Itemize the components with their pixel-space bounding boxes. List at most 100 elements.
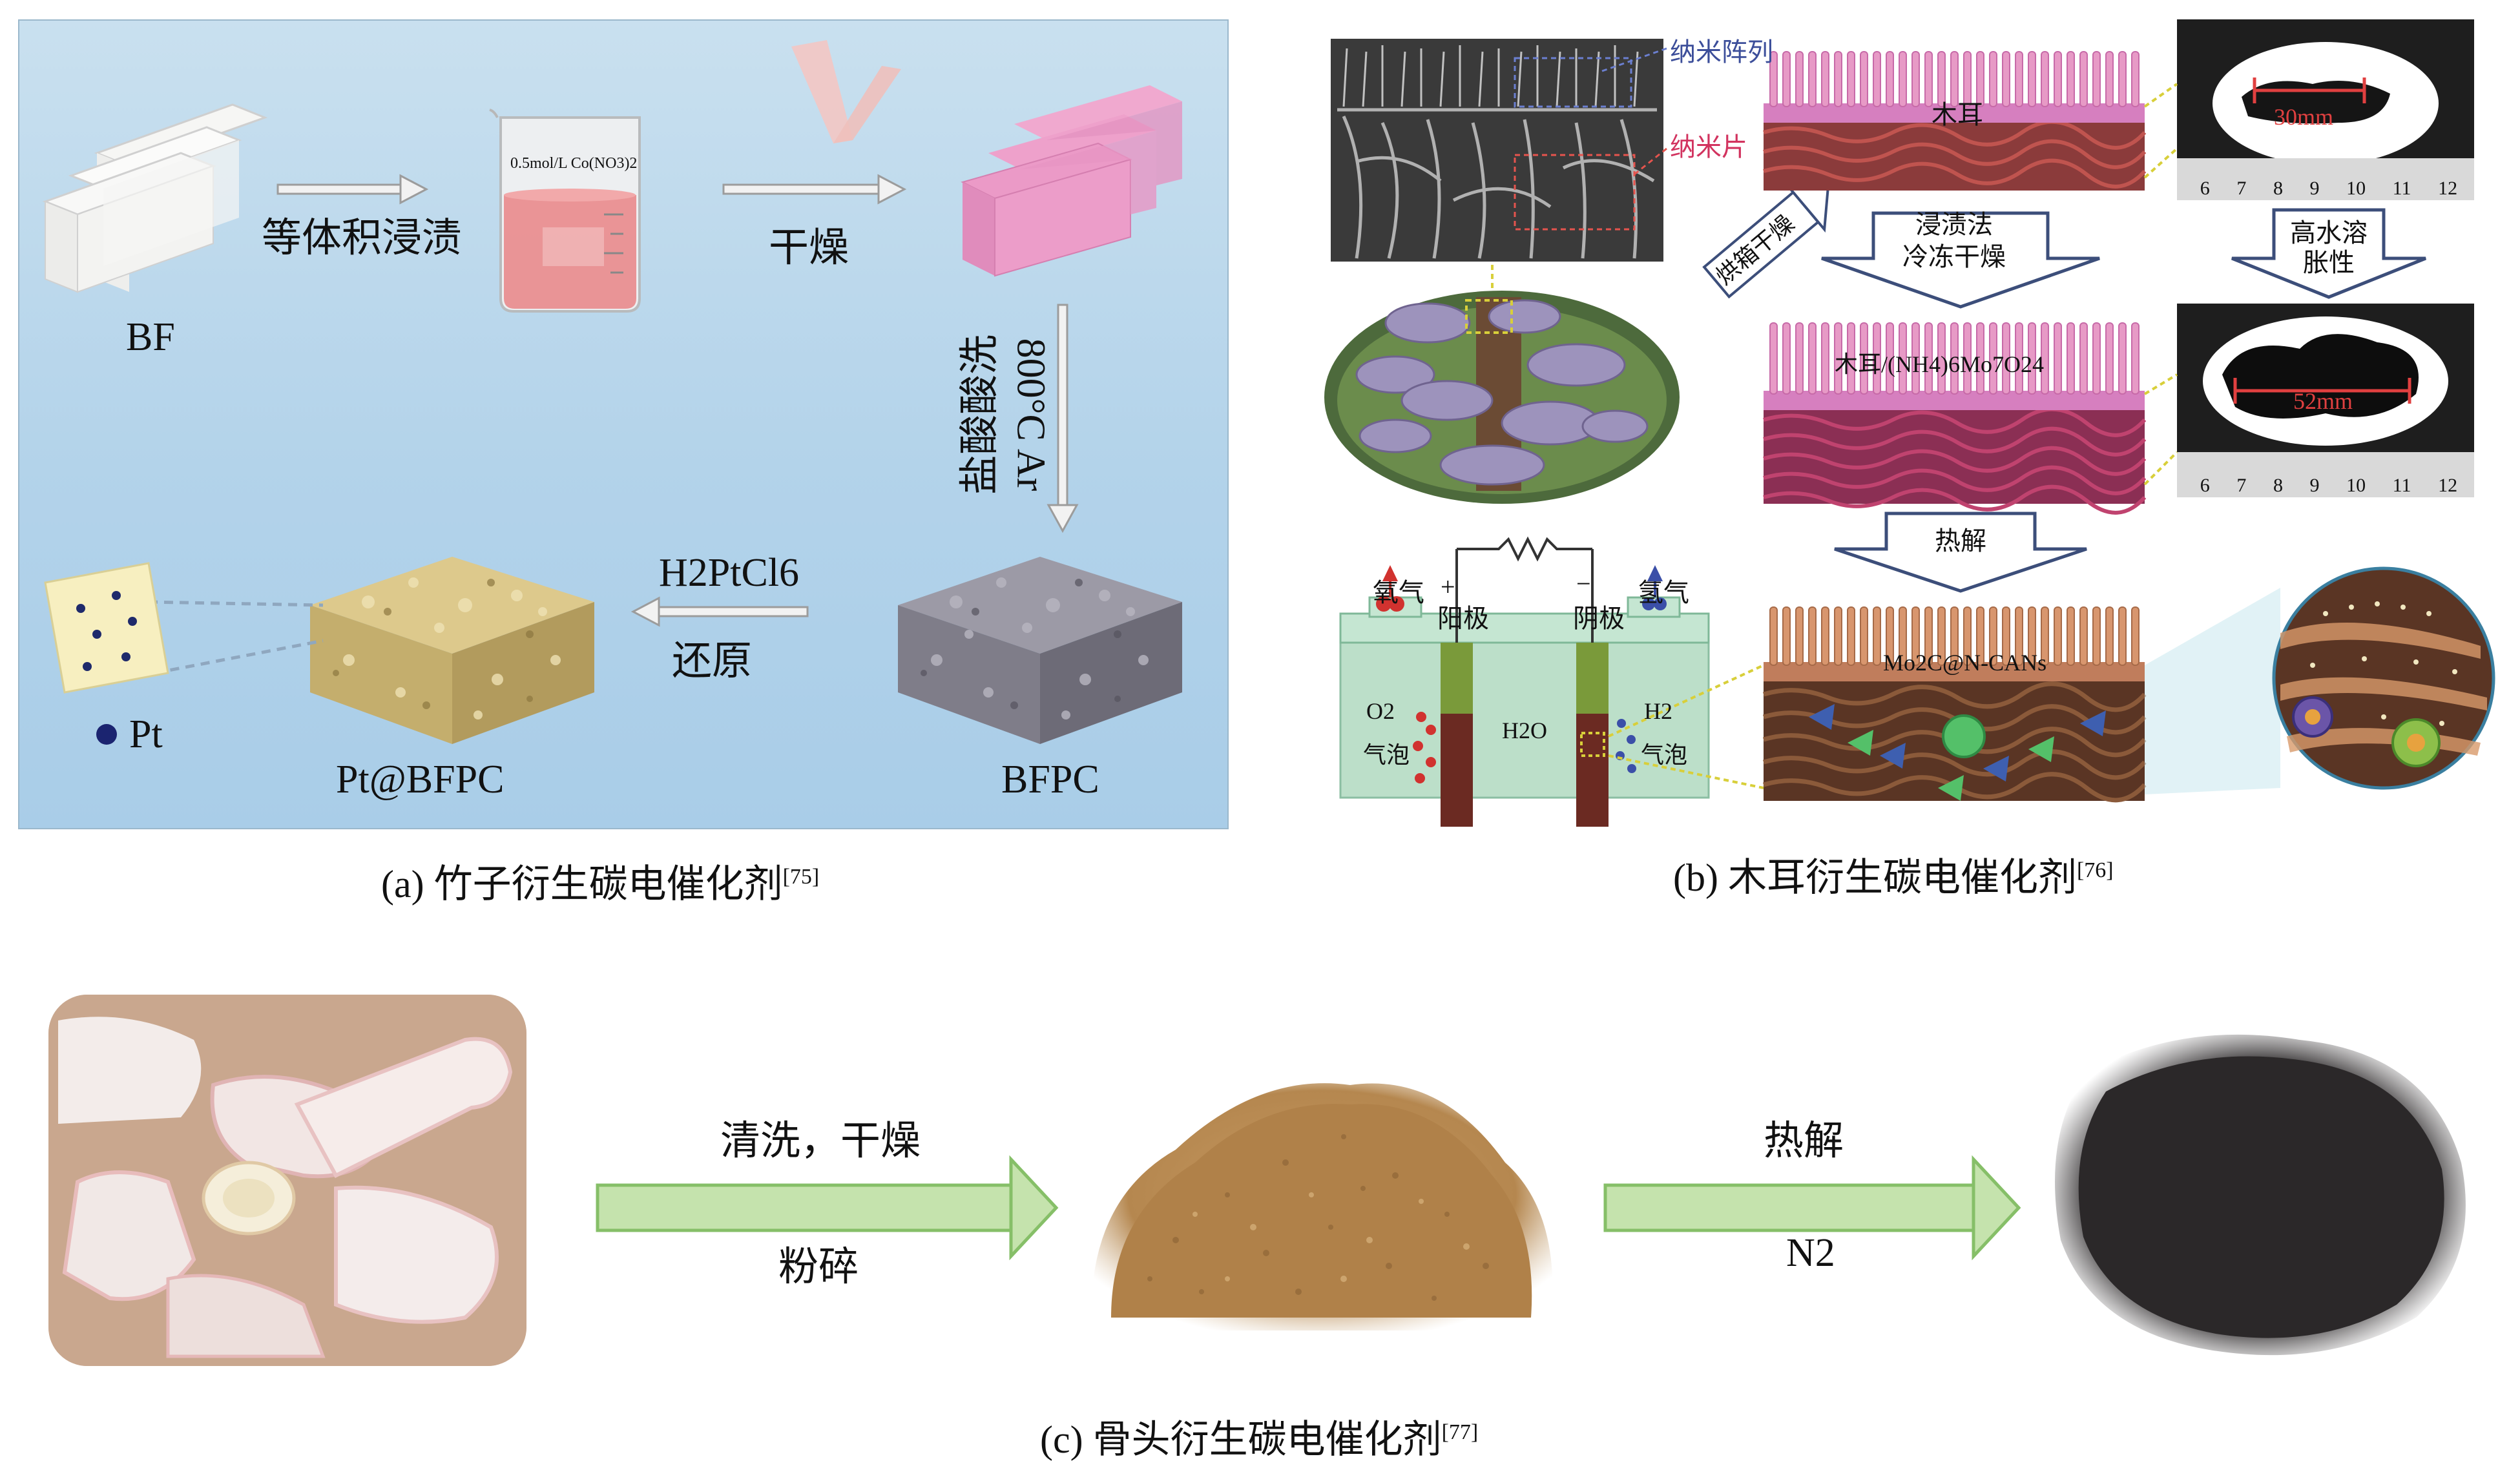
nano-pillar: [1834, 322, 1842, 395]
panel-c-graphics: [48, 995, 2466, 1366]
ruler-tick: 11: [2392, 475, 2411, 496]
nano-pillar: [1976, 322, 1984, 395]
nano-pillar: [2054, 606, 2062, 666]
nano-pillar: [1847, 322, 1855, 395]
nano-pillar: [2131, 606, 2140, 666]
label-nano-sheet: 纳米片: [1670, 132, 1747, 161]
nano-pillar: [2067, 322, 2075, 395]
nano-pillar: [1963, 322, 1972, 395]
nano-pillar: [1911, 606, 1920, 666]
label-nano-array: 纳米阵列: [1670, 37, 1773, 67]
label-acid-wash: 盐酸酸洗: [958, 334, 1002, 495]
label-impregnation: 等体积浸渍: [262, 216, 463, 260]
nano-pillar: [1911, 51, 1920, 107]
zoom-circle: [2145, 566, 2495, 794]
nano-pillar: [1782, 51, 1791, 107]
label-pyrolysis-b: 热解: [1935, 526, 1986, 555]
label-drying: 干燥: [769, 226, 849, 270]
nano-pillar: [2041, 606, 2049, 666]
arrow-impregnation: [276, 174, 429, 205]
panel-c-bone-diagram: 清洗，干燥 粉碎 热解 N2: [0, 969, 2520, 1382]
nano-pillar: [2105, 322, 2114, 395]
nano-pillar: [1873, 322, 1881, 395]
ruler-tick: 9: [2309, 178, 2320, 199]
photo-52mm: [2177, 304, 2474, 497]
label-beaker-solution: 0.5mol/L Co(NO3)2: [510, 155, 638, 172]
label-reduction: 还原: [672, 639, 753, 683]
nano-pillar: [1769, 322, 1778, 395]
nano-pillar: [2118, 606, 2127, 666]
nano-pillar: [1808, 606, 1817, 666]
nano-pillar: [1860, 51, 1868, 107]
nano-pillar: [2079, 322, 2088, 395]
nano-pillar: [1924, 606, 1933, 666]
nano-pillar: [2002, 51, 2010, 107]
nano-pillar: [2079, 606, 2088, 666]
arrow-wash-grind: [596, 1155, 1059, 1261]
ruler-tick: 7: [2236, 475, 2247, 496]
nano-pillar: [2105, 606, 2114, 666]
nano-pillar: [1989, 51, 1997, 107]
bfpc-block: [898, 557, 1182, 744]
photo-30mm: [2177, 19, 2474, 200]
label-bf: BF: [126, 315, 175, 359]
caption-c-text: (c) 骨头衍生碳电催化剂: [1040, 1418, 1442, 1461]
nano-pillar: [1950, 606, 1959, 666]
nano-pillar: [2105, 51, 2114, 107]
nano-pillar: [2041, 322, 2049, 395]
nano-pillar: [2015, 606, 2023, 666]
label-wash-dry: 清洗，干燥: [720, 1119, 921, 1163]
nano-pillar: [1937, 606, 1946, 666]
nano-pillar: [1847, 51, 1855, 107]
label-oxygen: 氧气: [1373, 578, 1424, 607]
muer-photo: [1324, 291, 1680, 504]
label-n2: N2: [1786, 1231, 1835, 1275]
nano-pillar: [1976, 606, 1984, 666]
nano-array-layer-top: [1763, 51, 2147, 191]
panel-b-graphics: [1324, 19, 2495, 827]
nano-pillar: [1769, 51, 1778, 107]
nano-pillar: [1911, 322, 1920, 395]
nano-pillar: [1963, 51, 1972, 107]
nano-pillar: [1873, 606, 1881, 666]
electrolyzer: [1339, 536, 1710, 827]
label-impregnation-method: 浸渍法: [1915, 210, 1993, 239]
label-bfpc: BFPC: [1001, 758, 1099, 802]
bf-sheets: [42, 103, 268, 293]
caption-c: (c) 骨头衍生碳电催化剂[77]: [1040, 1408, 1478, 1464]
nano-pillar: [1963, 606, 1972, 666]
bones-photo: [48, 995, 526, 1366]
caption-a-ref: [75]: [782, 865, 820, 889]
nano-pillar: [1795, 51, 1804, 107]
nano-pillar: [1847, 606, 1855, 666]
nano-pillar: [2118, 322, 2127, 395]
nano-pillar: [1860, 322, 1868, 395]
arrow-pyrolysis-b: [1834, 512, 2087, 593]
ruler-tick: 7: [2236, 178, 2247, 199]
nano-pillar: [2131, 322, 2140, 395]
pt-sheet: [44, 562, 169, 694]
nano-pillar: [1950, 51, 1959, 107]
nano-pillar: [2118, 51, 2127, 107]
beaker: [489, 109, 641, 313]
nano-pillar: [2079, 51, 2088, 107]
label-h2: H2: [1644, 698, 1672, 724]
nano-pillar: [1782, 322, 1791, 395]
ruler-tick: 8: [2273, 178, 2283, 199]
ruler-tick: 6: [2200, 178, 2210, 199]
label-minus: −: [1576, 569, 1591, 598]
nano-pillar: [2041, 51, 2049, 107]
nano-pillar: [1989, 606, 1997, 666]
nano-pillar: [1924, 51, 1933, 107]
caption-b-text: (b) 木耳衍生碳电催化剂: [1673, 856, 2077, 899]
label-pt-legend: Pt: [129, 712, 163, 756]
nano-pillar: [1899, 51, 1907, 107]
label-calcination: 800°C Ar: [1008, 338, 1053, 492]
nano-pillar: [1873, 51, 1881, 107]
nano-pillar: [2054, 322, 2062, 395]
label-o2: O2: [1366, 698, 1395, 724]
nano-pillar: [1795, 322, 1804, 395]
nano-pillar: [1899, 322, 1907, 395]
